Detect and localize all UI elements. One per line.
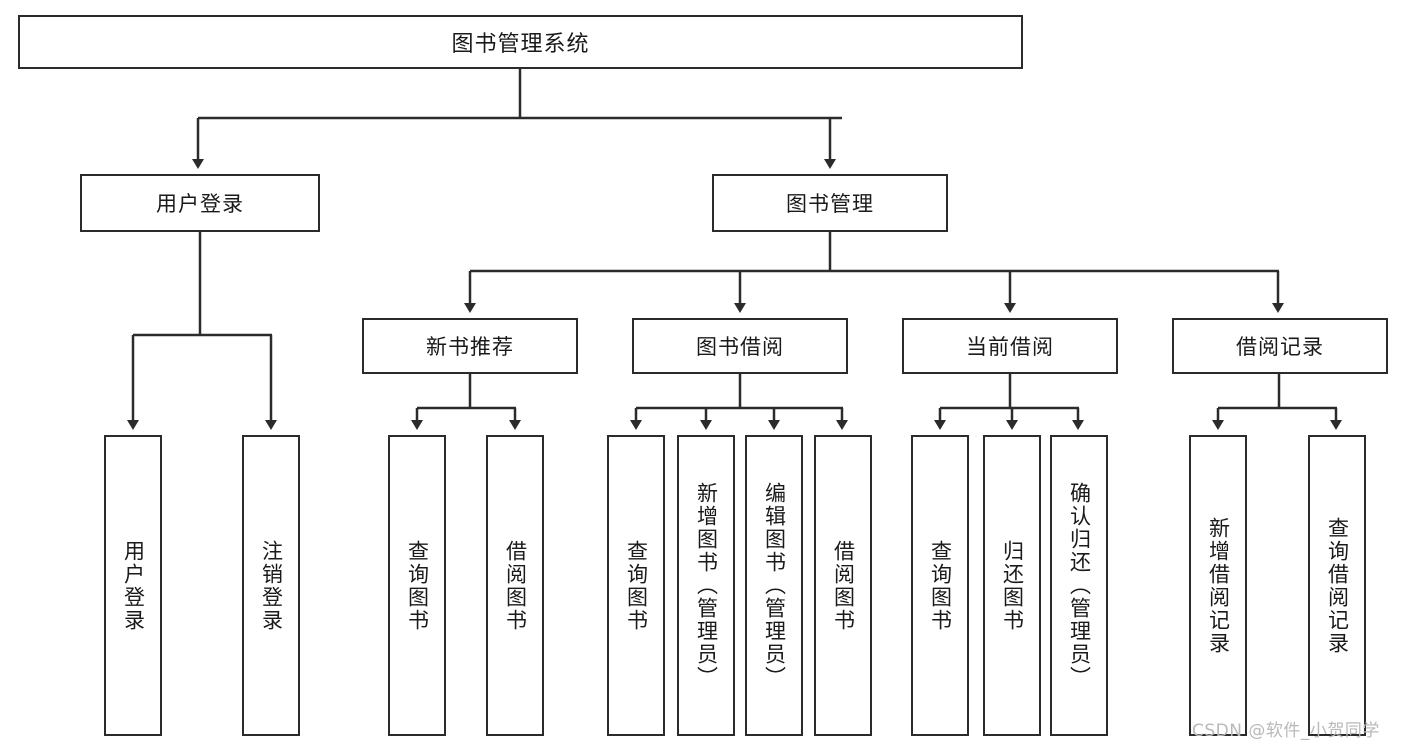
leaf-return-book[interactable]: 归还图书 [983, 435, 1041, 736]
node-new-book-rec[interactable]: 新书推荐 [362, 318, 578, 374]
node-book-manage-label: 图书管理 [786, 192, 874, 216]
node-user-login[interactable]: 用户登录 [80, 174, 320, 232]
leaf-query-book-cur-label: 查询图书 [928, 539, 953, 632]
node-user-login-label: 用户登录 [156, 192, 244, 216]
leaf-return-book-label: 归还图书 [1000, 539, 1025, 632]
edges-current-borrow [934, 374, 1084, 430]
leaf-borrow-book-label: 借阅图书 [831, 539, 856, 632]
leaf-query-book-borrow-label: 查询图书 [624, 539, 649, 632]
leaf-query-record[interactable]: 查询借阅记录 [1308, 435, 1366, 736]
watermark: CSDN @软件_小贺同学 [1192, 721, 1380, 741]
leaf-edit-book[interactable]: 编辑图书（管理员） [745, 435, 803, 736]
leaf-borrow-book-rec-label: 借阅图书 [503, 539, 528, 632]
edges-new-book-rec [411, 374, 521, 430]
leaf-add-book-label: 新增图书（管理员） [694, 482, 719, 689]
leaf-query-book-rec-label: 查询图书 [405, 539, 430, 632]
node-book-borrow[interactable]: 图书借阅 [632, 318, 848, 374]
node-current-borrow-label: 当前借阅 [966, 335, 1054, 359]
leaf-user-login[interactable]: 用户登录 [104, 435, 162, 736]
leaf-borrow-book[interactable]: 借阅图书 [814, 435, 872, 736]
leaf-add-record[interactable]: 新增借阅记录 [1189, 435, 1247, 736]
node-new-book-rec-label: 新书推荐 [426, 335, 514, 359]
node-root-label: 图书管理系统 [451, 32, 590, 57]
leaf-borrow-book-rec[interactable]: 借阅图书 [486, 435, 544, 736]
leaf-add-book[interactable]: 新增图书（管理员） [677, 435, 735, 736]
leaf-logout-label: 注销登录 [259, 539, 284, 632]
edges-book-borrow [630, 374, 848, 430]
leaf-query-book-rec[interactable]: 查询图书 [388, 435, 446, 736]
leaf-confirm-return-label: 确认归还（管理员） [1067, 482, 1092, 689]
edges-book-manage [464, 232, 1284, 313]
leaf-query-record-label: 查询借阅记录 [1325, 516, 1350, 655]
leaf-user-login-label: 用户登录 [121, 539, 146, 632]
node-current-borrow[interactable]: 当前借阅 [902, 318, 1118, 374]
edges-user-login [127, 232, 277, 430]
leaf-query-book-cur[interactable]: 查询图书 [911, 435, 969, 736]
leaf-confirm-return[interactable]: 确认归还（管理员） [1050, 435, 1108, 736]
node-borrow-record[interactable]: 借阅记录 [1172, 318, 1388, 374]
leaf-add-record-label: 新增借阅记录 [1206, 516, 1231, 655]
leaf-query-book-borrow[interactable]: 查询图书 [607, 435, 665, 736]
node-book-borrow-label: 图书借阅 [696, 335, 784, 359]
node-borrow-record-label: 借阅记录 [1236, 335, 1324, 359]
node-book-manage[interactable]: 图书管理 [712, 174, 948, 232]
edges-borrow-record [1212, 374, 1342, 430]
edges-root [192, 69, 842, 169]
leaf-edit-book-label: 编辑图书（管理员） [762, 482, 787, 689]
leaf-logout[interactable]: 注销登录 [242, 435, 300, 736]
node-root[interactable]: 图书管理系统 [18, 15, 1023, 69]
